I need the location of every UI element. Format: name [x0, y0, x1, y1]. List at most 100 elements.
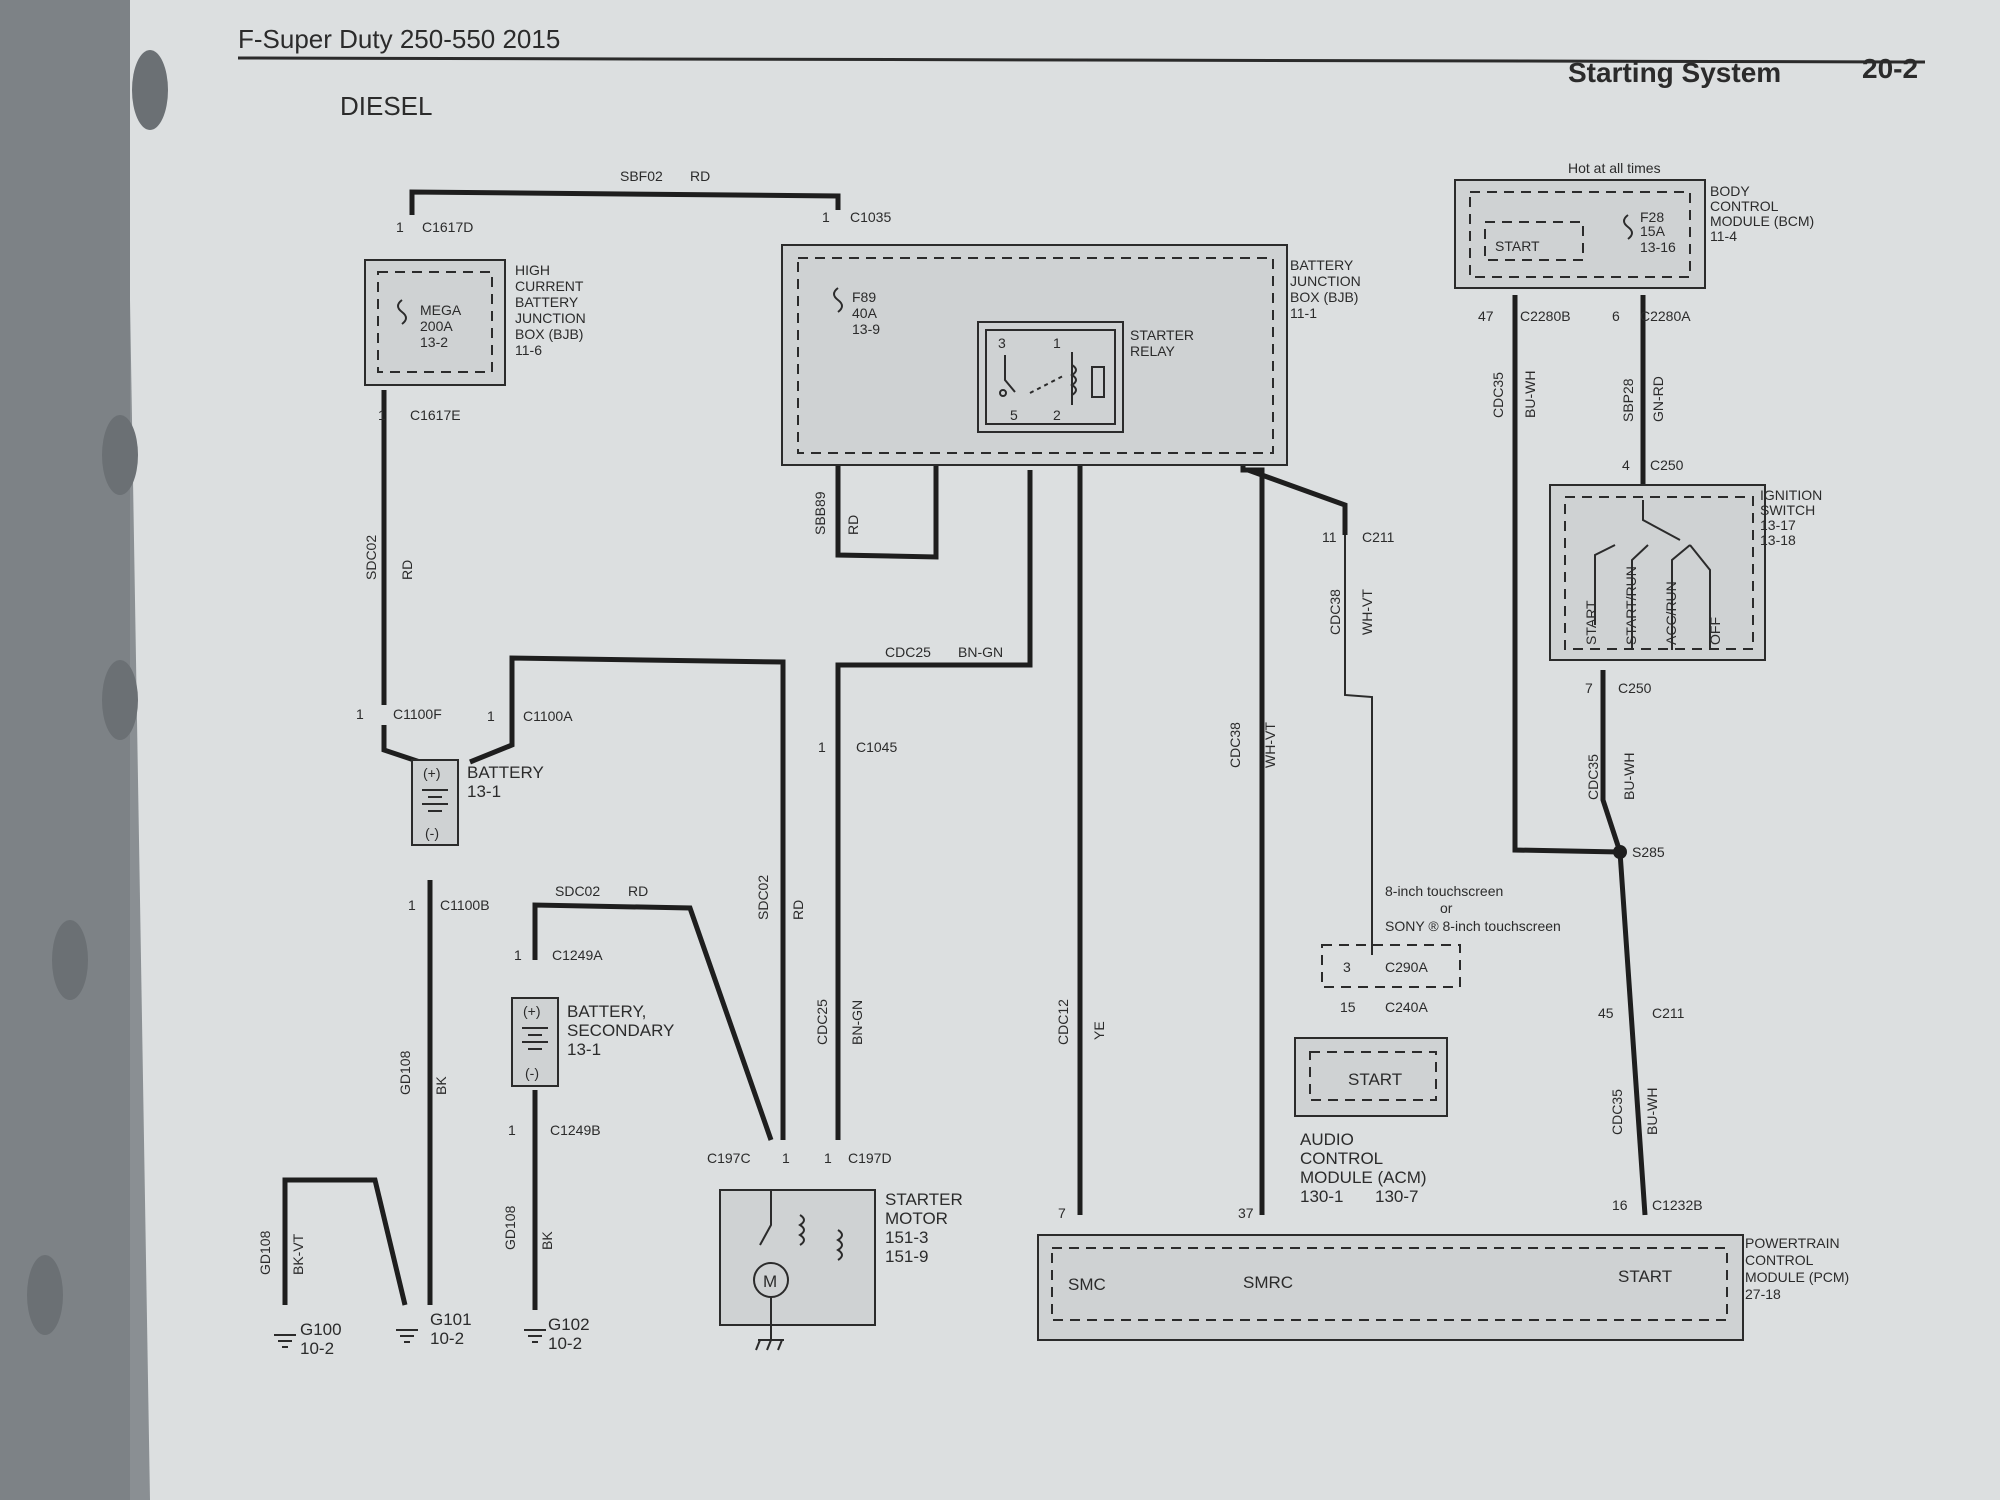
cdc35b-color: BU-WH — [1621, 753, 1637, 800]
acm-label-l0: AUDIO — [1300, 1130, 1354, 1149]
hcbjb-label-l2: BATTERY — [515, 294, 579, 310]
c250b-pin: 7 — [1585, 680, 1593, 696]
c197d-name: C197D — [848, 1150, 892, 1166]
c1100f-name: C1100F — [393, 706, 442, 722]
ground-icon — [755, 1339, 784, 1351]
starter-label-l1: MOTOR — [885, 1209, 948, 1228]
c290a-pin: 3 — [1343, 959, 1351, 975]
sdc02c-color: RD — [628, 883, 648, 899]
battery-box — [411, 759, 459, 846]
cdc25b-color: BN-GN — [849, 1000, 865, 1045]
wire-sbf02 — [409, 189, 841, 215]
pcm-box — [1037, 1234, 1744, 1341]
starter-label-l3: 151-9 — [885, 1247, 928, 1266]
wire-batt-pos-right — [469, 725, 515, 765]
battery-secondary-component: (+) (-) BATTERY, SECONDARY 13-1 — [511, 997, 674, 1087]
bcm-label-l1: CONTROL — [1710, 198, 1779, 214]
c2280b-pin: 47 — [1478, 308, 1494, 324]
c211b-pin: 45 — [1598, 1005, 1614, 1021]
pcm-pin-37: 37 — [1238, 1205, 1254, 1221]
gd108a-color: BK — [433, 1076, 449, 1095]
hcbjb-fuse-l2: 13-2 — [420, 334, 448, 350]
sdc02a-circuit: SDC02 — [363, 535, 379, 580]
page-number: 20-2 — [1862, 53, 1918, 84]
bcm-label-l2: MODULE (BCM) — [1710, 213, 1814, 229]
c1100a-name: C1100A — [523, 708, 573, 724]
cdc38a-circuit: CDC38 — [1227, 722, 1243, 768]
cdc12-circuit: CDC12 — [1055, 999, 1071, 1045]
hcbjb-label-l5: 11-6 — [515, 342, 542, 358]
cdc38a-color: WH-VT — [1262, 722, 1278, 768]
paper-sheet — [125, 0, 2000, 1500]
cdc35a-circuit: CDC35 — [1490, 372, 1506, 418]
wire-sdc02-c — [532, 902, 774, 1141]
sbp28-color: GN-RD — [1650, 376, 1666, 422]
sdc02b-color: RD — [790, 900, 806, 920]
bjb-label-l3: 11-1 — [1290, 305, 1317, 321]
relay-label-l0: STARTER — [1130, 327, 1194, 343]
gd108c-color: BK-VT — [290, 1233, 306, 1275]
relay-pin-3: 3 — [998, 335, 1006, 351]
c1249a-pin: 1 — [514, 947, 522, 963]
bcm-start-label: START — [1495, 238, 1540, 254]
cdc25a-color: BN-GN — [958, 644, 1003, 660]
binder-edge — [0, 0, 130, 1500]
fuse-icon — [397, 299, 407, 325]
sbb89-color: RD — [845, 515, 861, 535]
starter-relay-inner — [985, 329, 1116, 425]
bjb-label-l0: BATTERY — [1290, 257, 1354, 273]
c211b-name: C211 — [1652, 1005, 1685, 1021]
acm-option-l1: 8-inch touchscreen — [1385, 883, 1503, 899]
gd108b-color: BK — [539, 1231, 555, 1250]
acm-component: 8-inch touchscreen or SONY ® 8-inch touc… — [1294, 883, 1561, 1206]
battery-minus: (-) — [425, 825, 439, 841]
sdc02b-circuit: SDC02 — [755, 875, 771, 920]
battery-cells-icon — [422, 789, 448, 812]
ignition-pos-accrun: ACC/RUN — [1663, 581, 1679, 645]
c1249b-pin: 1 — [508, 1122, 516, 1138]
pcm-component: SMC SMRC START POWERTRAIN CONTROL MODULE… — [1037, 1234, 1849, 1341]
c1249b-name: C1249B — [550, 1122, 601, 1138]
cdc35c-circuit: CDC35 — [1609, 1089, 1625, 1135]
battery-plus: (+) — [423, 765, 441, 781]
ground-g102-name: G102 — [548, 1315, 590, 1334]
gd108a-circuit: GD108 — [397, 1050, 413, 1095]
s285-name: S285 — [1632, 844, 1665, 860]
c1035-pin: 1 — [822, 209, 830, 225]
bcm-fuse-l2: 13-16 — [1640, 239, 1676, 255]
starter-hold-coil-icon — [836, 1229, 843, 1261]
ground-icon — [396, 1329, 418, 1343]
ground-icon — [274, 1334, 296, 1348]
grounds: G100 10-2 G101 10-2 G102 10-2 — [274, 1310, 590, 1358]
c290a-dashed-box — [1321, 944, 1461, 988]
acm-start-label: START — [1348, 1070, 1402, 1089]
hcbjb-label-l3: JUNCTION — [515, 310, 586, 326]
c1100b-name: C1100B — [440, 897, 490, 913]
cdc12-color: YE — [1091, 1021, 1107, 1040]
motor-m-glyph: M — [763, 1272, 777, 1291]
bcm-label-l3: 11-4 — [1710, 228, 1737, 244]
connector-labels: 1 C1617D 1 C1617E 1 C1035 1 C1100F 1 C11… — [356, 209, 1703, 1221]
c1045-pin: 1 — [818, 739, 826, 755]
ignition-switch-box — [1549, 484, 1766, 661]
sdc02a-color: RD — [399, 560, 415, 580]
ignition-contact-start — [1594, 544, 1616, 625]
wire-cdc38-b — [1247, 467, 1348, 535]
c250b-name: C250 — [1618, 680, 1652, 696]
c1617e-pin: 1 — [378, 407, 386, 423]
hcbjb-component: MEGA 200A 13-2 HIGH CURRENT BATTERY JUNC… — [364, 259, 586, 386]
cdc38b-circuit: CDC38 — [1327, 589, 1343, 635]
header-rule — [237, 56, 1926, 64]
bcm-hot-label: Hot at all times — [1568, 160, 1661, 176]
pcm-label-l3: 27-18 — [1745, 1286, 1781, 1302]
ignition-pos-off: OFF — [1707, 617, 1723, 645]
relay-pin-2: 2 — [1053, 407, 1061, 423]
hcbjb-label-l1: CURRENT — [515, 278, 584, 294]
ground-g101-ref: 10-2 — [430, 1329, 464, 1348]
c197c-name: C197C — [707, 1150, 751, 1166]
bjb-fuse-l1: 40A — [852, 305, 878, 321]
battery-secondary-minus: (-) — [525, 1065, 539, 1081]
variant-label: DIESEL — [340, 91, 433, 121]
battery-label-l0: BATTERY — [467, 763, 544, 782]
relay-pin-5: 5 — [1010, 407, 1018, 423]
